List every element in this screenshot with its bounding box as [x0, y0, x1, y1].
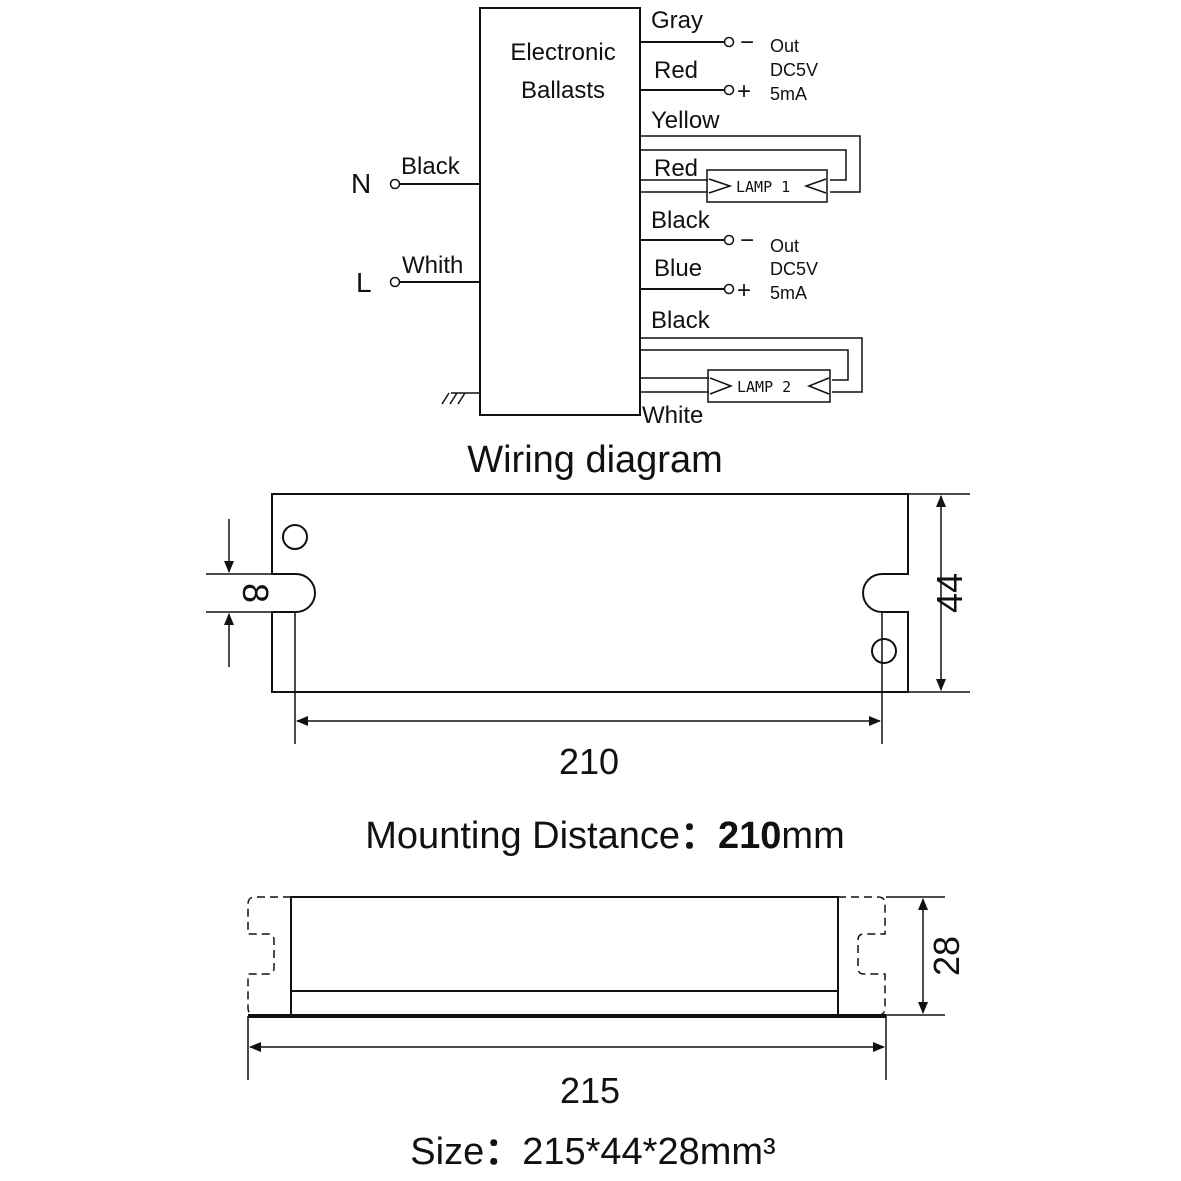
lamp2-box [707, 369, 831, 403]
mounting-distance-value: 210 [718, 815, 781, 857]
signal1-plus-terminal [723, 84, 735, 96]
ballast-label-line1: Electronic [510, 39, 615, 66]
size-label: Size [410, 1131, 484, 1173]
side-view-tab-left [247, 896, 291, 1016]
wiring-diagram-caption: Wiring diagram [467, 439, 723, 481]
signal1-minus: − [740, 29, 754, 56]
wiring-diagram: Electronic Ballasts N Black L Whith Gray… [351, 7, 863, 481]
line-wire-label: Whith [402, 252, 463, 279]
signal1-voltage: DC5V [770, 60, 818, 80]
signal2-out: Out [770, 236, 799, 256]
signal2-plus-terminal [723, 283, 735, 295]
signal1-current: 5mA [770, 84, 807, 104]
mounting-distance-caption: Mounting Distance：210mm [365, 815, 844, 857]
signal1-out: Out [770, 36, 799, 56]
wire-label-gray: Gray [651, 7, 703, 34]
lamp1-label: LAMP 1 [736, 178, 790, 196]
size-caption: Size：215*44*28mm³ [410, 1131, 775, 1173]
wire-label-yellow: Yellow [651, 107, 720, 134]
top-view-outline [271, 493, 909, 693]
ground-icon [441, 392, 480, 405]
signal2-current: 5mA [770, 283, 807, 303]
wire-label-blue: Blue [654, 255, 702, 282]
signal2-minus-terminal [723, 234, 735, 246]
slot-width-dimension: 8 [235, 583, 276, 603]
size-value: 215*44*28mm³ [522, 1131, 775, 1173]
neutral-terminal-label: N [351, 168, 371, 199]
size-separator: ： [484, 1131, 522, 1173]
signal1-plus: + [737, 78, 751, 105]
line-terminal-label: L [356, 267, 372, 298]
side-view-tab-right [838, 896, 886, 1016]
signal2-voltage: DC5V [770, 259, 818, 279]
side-view-drawing: 28 215 Size：215*44*28mm³ [247, 896, 967, 1173]
wire-label-red-2: Red [654, 155, 698, 182]
top-view-height-dimension: 44 [929, 573, 970, 613]
wire-label-black-1: Black [651, 207, 711, 234]
overall-length-dimension: 215 [560, 1070, 620, 1111]
wire-label-white: White [642, 402, 703, 429]
top-view-mount-hole-left [282, 524, 308, 550]
lamp2-label: LAMP 2 [737, 378, 791, 396]
side-view-height-dimension: 28 [926, 936, 967, 976]
top-view-mount-hole-right [871, 638, 897, 664]
wire-label-red-1: Red [654, 57, 698, 84]
signal2-minus: − [740, 227, 754, 254]
signal1-minus-terminal [723, 36, 735, 48]
side-view-body [290, 896, 839, 1016]
mounting-length-dimension: 210 [559, 741, 619, 782]
mounting-distance-separator: ： [680, 815, 718, 857]
lamp1-box [706, 169, 828, 203]
mounting-distance-unit: mm [781, 815, 844, 857]
line-terminal [389, 276, 401, 288]
top-view-drawing: 8 44 210 Mounting Distance：210mm [206, 493, 970, 857]
ballast-box [479, 7, 641, 416]
neutral-wire-label: Black [401, 153, 461, 180]
signal2-plus: + [737, 277, 751, 304]
wire-label-black-2: Black [651, 307, 711, 334]
ballast-label-line2: Ballasts [521, 77, 605, 104]
mounting-distance-label: Mounting Distance [365, 815, 680, 857]
neutral-terminal [389, 178, 401, 190]
